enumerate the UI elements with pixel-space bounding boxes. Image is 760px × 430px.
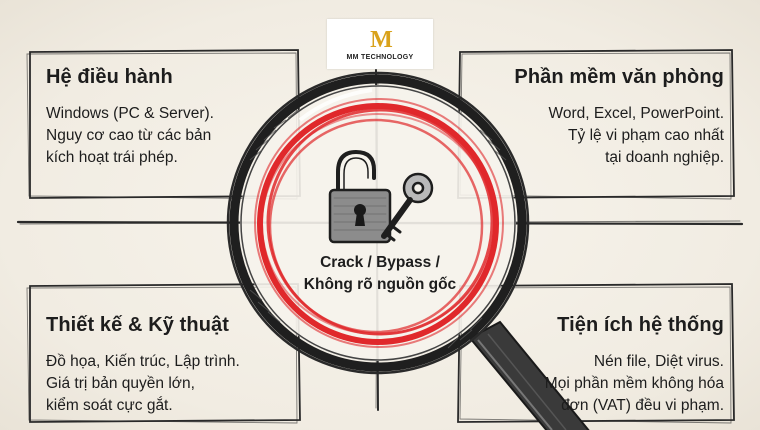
- center-label: Crack / Bypass / Không rõ nguồn gốc: [285, 252, 475, 296]
- quadrant-line: Word, Excel, PowerPoint.: [548, 105, 724, 122]
- quadrant-line: Nén file, Diệt virus.: [593, 353, 724, 370]
- quadrant-system-utilities: Tiện ích hệ thống Nén file, Diệt virus. …: [470, 314, 724, 417]
- quadrant-line: Windows (PC & Server).: [46, 105, 214, 122]
- quadrant-line: Đồ họa, Kiến trúc, Lập trình.: [46, 353, 240, 370]
- center-label-line: Crack / Bypass /: [320, 254, 440, 271]
- quadrant-title: Tiện ích hệ thống: [557, 314, 724, 336]
- quadrant-line: Tỷ lệ vi phạm cao nhất: [568, 127, 724, 144]
- logo-text: MM TECHNOLOGY: [346, 53, 414, 61]
- quadrant-title: Hệ điều hành: [46, 66, 173, 88]
- quadrant-line: tại doanh nghiệp.: [605, 149, 724, 166]
- quadrant-title: Phần mềm văn phòng: [514, 66, 724, 88]
- quadrant-line: Mọi phần mềm không hóa: [544, 375, 724, 392]
- quadrant-operating-system: Hệ điều hành Windows (PC & Server). Nguy…: [46, 66, 296, 169]
- brand-logo: M MM TECHNOLOGY: [327, 19, 433, 69]
- quadrant-design-engineering: Thiết kế & Kỹ thuật Đồ họa, Kiến trúc, L…: [46, 314, 296, 417]
- quadrant-line: kiểm soát cực gắt.: [46, 397, 173, 414]
- quadrant-title: Thiết kế & Kỹ thuật: [46, 314, 230, 336]
- center-label-line: Không rõ nguồn gốc: [303, 276, 457, 293]
- quadrant-office-software: Phần mềm văn phòng Word, Excel, PowerPoi…: [470, 66, 724, 169]
- logo-mark: M: [370, 26, 393, 53]
- magnifier-icon: [226, 71, 590, 430]
- quadrant-line: đơn (VAT) đều vi phạm.: [561, 397, 724, 414]
- quadrant-line: Nguy cơ cao từ các bản: [46, 127, 212, 144]
- key-icon: [381, 172, 434, 242]
- quadrant-line: Giá trị bản quyền lớn,: [46, 375, 195, 392]
- padlock-icon: [328, 150, 392, 244]
- quadrant-line: kích hoạt trái phép.: [46, 149, 178, 166]
